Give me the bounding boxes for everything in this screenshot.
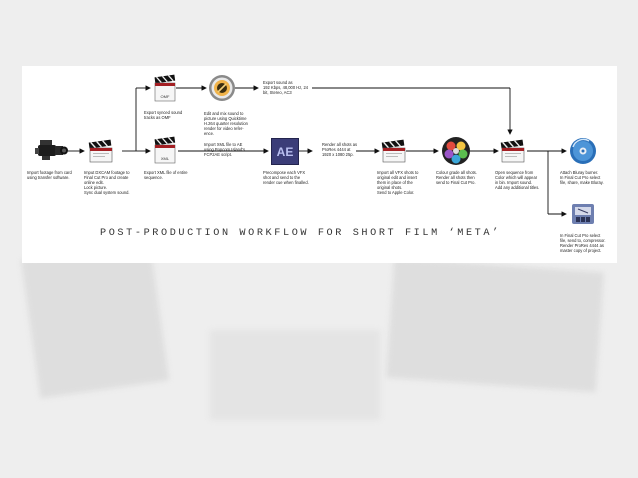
caption-bluray: Attach Bluray burner. In Final Cut Pro s…	[560, 170, 604, 185]
caption-export-omf: Export synced sound tracks as OMF	[144, 110, 183, 120]
xml-label: XML	[161, 156, 170, 161]
omf-label: OMF	[161, 94, 170, 99]
caption-ae-import: Import XML file to AE using Popcorn Isla…	[204, 142, 246, 157]
caption-fcp-edit: Imput DXCAM footage to Final Cut Pro and…	[84, 170, 130, 195]
background-shape-left	[20, 241, 170, 399]
caption-render-prores: Render all shots as ProRes 4444 at 1920 …	[322, 142, 358, 157]
final-cut-clapper-icon	[500, 139, 525, 163]
final-cut-clapper-icon	[381, 139, 406, 163]
ae-label: AE	[276, 144, 294, 159]
background-shape-bottom	[210, 330, 380, 420]
bluray-disc-icon	[570, 138, 596, 164]
clapper-omf-icon: OMF	[154, 74, 176, 102]
caption-sound-mix: Edit and mix sound to picture using Quic…	[204, 111, 248, 136]
logic-disc-icon	[209, 75, 235, 101]
camera-icon	[35, 140, 68, 160]
after-effects-icon: AE	[271, 138, 299, 165]
caption-export-xml: Export XML file of entire sequence.	[144, 170, 188, 180]
caption-compressor: In Final Cut Pro select file, send to, c…	[560, 233, 606, 253]
compressor-icon	[572, 204, 594, 224]
caption-import-vfx: Import all VFX shots to original edit an…	[377, 170, 419, 195]
background-shape-right	[386, 257, 604, 393]
clapper-xml-icon: XML	[154, 136, 176, 164]
workflow-slide: OMF XML AE	[22, 66, 617, 263]
diagram-title: POST-PRODUCTION WORKFLOW FOR SHORT FILM …	[100, 228, 501, 239]
caption-precompose: Precompose each VFX shot and send to the…	[263, 170, 309, 185]
color-wheel-icon	[442, 137, 470, 165]
caption-open-sequence: Open sequence from Color which will appe…	[495, 170, 540, 190]
caption-colour-grade: Colour grade all shots. Render all shots…	[436, 170, 477, 185]
final-cut-clapper-icon	[88, 139, 113, 163]
caption-export-sound: Export sound as 192 Kbps, 48,000 Hz, 24 …	[263, 80, 309, 95]
caption-import: Import footage from card using transfer …	[27, 170, 72, 180]
connector-lines	[68, 85, 567, 217]
